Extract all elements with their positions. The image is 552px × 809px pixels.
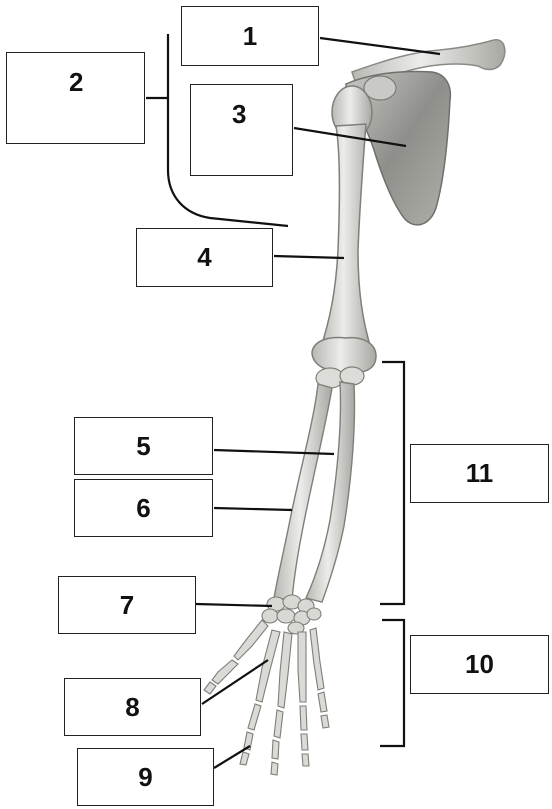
carpal-bones (262, 595, 321, 634)
label-text-1: 1 (243, 21, 257, 52)
label-text-8: 8 (125, 692, 139, 723)
label-box-7: 7 (58, 576, 196, 634)
label-text-5: 5 (136, 431, 150, 462)
label-box-9: 9 (77, 748, 214, 806)
label-box-2: 2 (6, 52, 145, 144)
bracket-10 (380, 620, 404, 746)
elbow-condyles (312, 338, 376, 373)
leader-line-6 (214, 508, 292, 510)
bracket-11 (380, 362, 404, 604)
label-box-11: 11 (410, 444, 549, 503)
label-text-11: 11 (466, 458, 494, 489)
label-box-10: 10 (410, 635, 549, 694)
label-box-4: 4 (136, 228, 273, 287)
label-box-3: 3 (190, 84, 293, 176)
label-text-7: 7 (120, 590, 134, 621)
label-text-9: 9 (138, 762, 152, 793)
label-text-4: 4 (197, 242, 211, 273)
label-box-6: 6 (74, 479, 213, 537)
leader-line-1 (320, 38, 440, 54)
label-text-3: 3 (232, 99, 246, 130)
label-box-5: 5 (74, 417, 213, 475)
label-text-2: 2 (69, 67, 83, 98)
leader-line-4 (274, 256, 344, 258)
label-text-10: 10 (465, 649, 494, 680)
leader-line-7 (196, 604, 272, 606)
hand-bones (204, 620, 329, 775)
label-text-6: 6 (136, 493, 150, 524)
humerus-bone (320, 124, 372, 352)
label-box-1: 1 (181, 6, 319, 66)
label-box-8: 8 (64, 678, 201, 736)
